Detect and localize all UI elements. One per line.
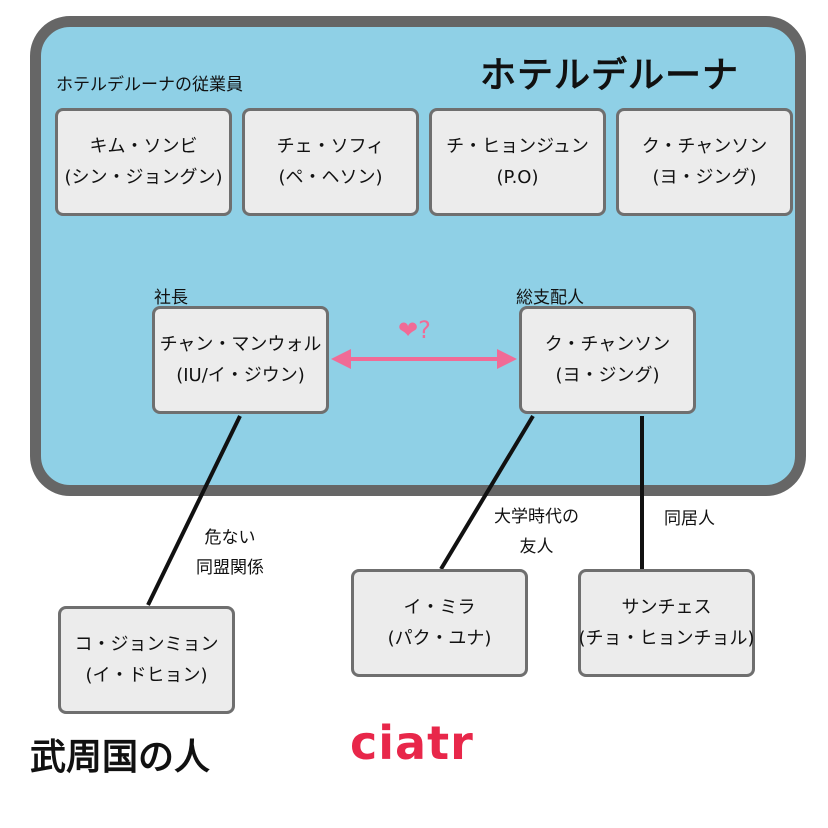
staff-actor: (ペ・ヘソン) [278,167,383,188]
manager-name: ク・チャンソン [544,334,671,355]
outside-name: コ・ジョンミョン [74,634,219,655]
hotel-title: ホテルデルーナ [480,55,740,96]
manager-role-label: 総支配人 [516,288,584,308]
outside-name: イ・ミラ [403,597,476,618]
president-box: チャン・マンウォル (IU/イ・ジウン) [152,306,329,414]
wuzhou-group-label: 武周国の人 [30,737,211,778]
staff-name: チェ・ソフィ [276,136,385,157]
love-relation-label: ❤? [398,316,431,344]
staff-name: キム・ソンビ [89,136,198,157]
relation-line: 友人 [519,537,554,557]
staff-box-gu-chanseong: ク・チャンソン (ヨ・ジング) [616,108,793,216]
staff-box-ji-hyunjoong: チ・ヒョンジュン (P.O) [429,108,606,216]
outside-box-sanchez: サンチェス (チョ・ヒョンチョル) [578,569,755,677]
outside-box-lee-mira: イ・ミラ (パク・ユナ) [351,569,528,677]
relation-label-sanchez: 同居人 [664,504,715,534]
manager-box: ク・チャンソン (ヨ・ジング) [519,306,696,414]
staff-name: ク・チャンソン [641,136,768,157]
staff-group-label: ホテルデルーナの従業員 [56,75,243,95]
relation-line: 同盟関係 [196,558,264,578]
president-role-label: 社長 [154,288,188,308]
relation-line: 危ない [204,528,256,548]
hotel-frame [30,16,806,496]
staff-box-choi-sophie: チェ・ソフィ (ペ・ヘソン) [242,108,419,216]
staff-actor: (ヨ・ジング) [652,167,757,188]
staff-box-kim-sonbi: キム・ソンビ (シン・ジョングン) [55,108,232,216]
staff-actor: (シン・ジョングン) [64,167,223,188]
president-actor: (IU/イ・ジウン) [176,365,305,386]
outside-actor: (チョ・ヒョンチョル) [578,628,755,649]
relation-line: 大学時代の [494,507,579,527]
staff-actor: (P.O) [496,167,539,188]
staff-name: チ・ヒョンジュン [446,136,589,157]
outside-box-go-jungmyung: コ・ジョンミョン (イ・ドヒョン) [58,606,235,714]
manager-actor: (ヨ・ジング) [555,365,660,386]
relation-label-lee-mira: 大学時代の 友人 [494,502,579,562]
link-president-go [146,415,242,606]
president-name: チャン・マンウォル [159,334,322,355]
outside-name: サンチェス [621,597,712,618]
ciatr-logo: ciatr [350,716,474,770]
link-manager-lee-mira [439,414,535,571]
outside-actor: (イ・ドヒョン) [85,665,208,686]
relation-line: 同居人 [664,509,715,529]
relation-label-go: 危ない 同盟関係 [196,523,264,583]
outside-actor: (パク・ユナ) [387,628,492,649]
